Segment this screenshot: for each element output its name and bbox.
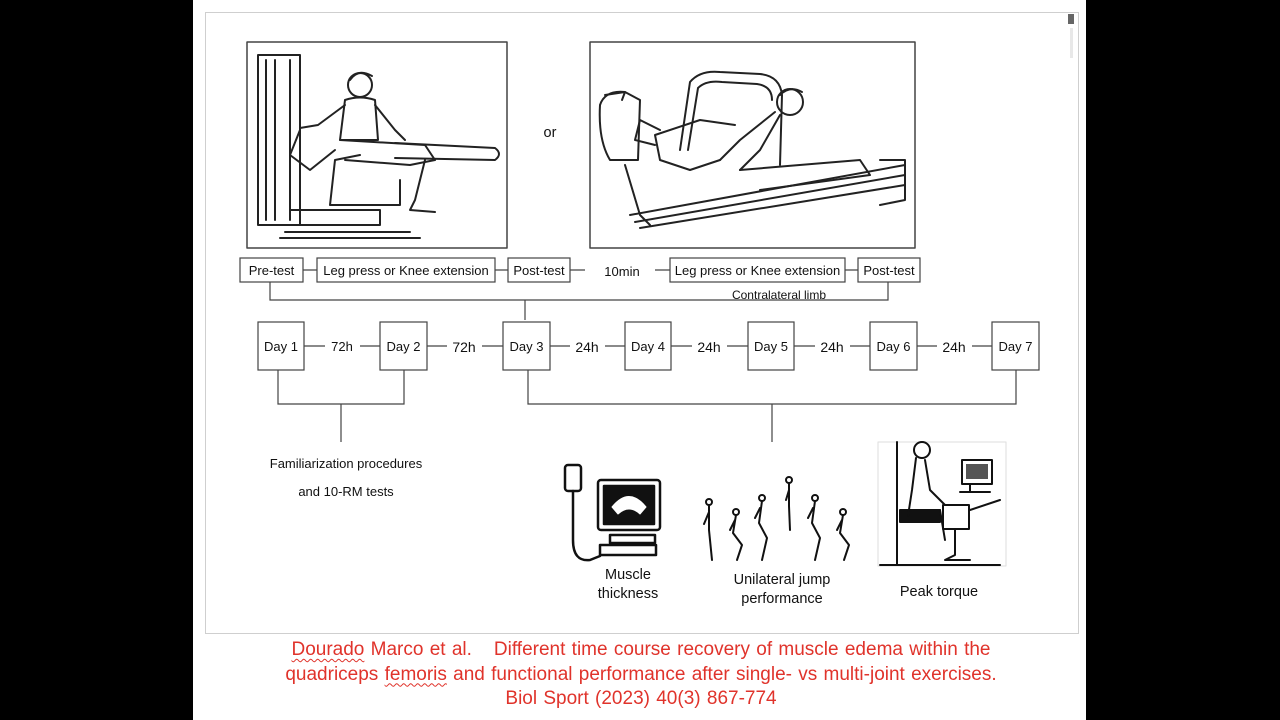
protocol-interval: 10min	[604, 264, 639, 279]
caption-author-surname: Dourado	[291, 639, 365, 660]
knee-extension-illustration	[246, 41, 508, 249]
caption-title-femoris: femoris	[384, 663, 447, 685]
caption-citation: Biol Sport (2023) 40(3) 867-774	[505, 688, 777, 709]
leg-press-illustration	[589, 41, 916, 249]
familiarization-line-2: and 10-RM tests	[298, 484, 394, 499]
timeline-boxes	[257, 321, 1040, 442]
protocol-pretest: Pre-test	[249, 263, 295, 278]
jump-line-1: Unilateral jump	[734, 572, 831, 588]
day-1: Day 1	[264, 339, 298, 354]
interval-5: 24h	[820, 339, 843, 355]
interval-4: 24h	[697, 339, 720, 355]
caption-line-2: quadriceps femoris and functional perfor…	[205, 663, 1077, 688]
day-4: Day 4	[631, 339, 665, 354]
day-7: Day 7	[999, 339, 1033, 354]
citation-caption: Dourado Marco et al. Different time cours…	[205, 638, 1077, 712]
peak-torque-label: Peak torque	[900, 584, 978, 600]
caption-author-rest: Marco et al.	[364, 639, 472, 660]
familiarization-line-1: Familiarization procedures	[270, 456, 423, 471]
or-label: or	[544, 125, 557, 141]
protocol-posttest-2: Post-test	[863, 263, 915, 278]
muscle-thickness-line-2: thickness	[598, 586, 658, 602]
isokinetic-dynamometer-icon	[877, 441, 1007, 567]
scroll-track[interactable]	[1070, 28, 1073, 58]
interval-2: 72h	[452, 339, 475, 355]
interval-3: 24h	[575, 339, 598, 355]
day-6: Day 6	[877, 339, 911, 354]
caption-title-part-2a: quadriceps	[285, 663, 385, 685]
protocol-exercise-1: Leg press or Knee extension	[323, 263, 489, 278]
protocol-posttest-1: Post-test	[513, 263, 565, 278]
caption-title-part-1: Different time course recovery of muscle…	[493, 639, 991, 660]
caption-title-part-2b: and functional performance after single-…	[446, 663, 997, 685]
day-2: Day 2	[387, 339, 421, 354]
interval-1: 72h	[331, 339, 353, 354]
caption-line-1: Dourado Marco et al. Different time cours…	[205, 638, 1077, 663]
protocol-row	[239, 257, 921, 320]
interval-6: 24h	[942, 339, 965, 355]
day-5: Day 5	[754, 339, 788, 354]
muscle-thickness-line-1: Muscle	[605, 567, 651, 583]
jump-line-2: performance	[741, 591, 822, 607]
ultrasound-icon	[563, 463, 662, 562]
scroll-marker[interactable]	[1068, 14, 1074, 24]
contralateral-limb-label: Contralateral limb	[732, 288, 826, 302]
jump-sequence-icon	[703, 476, 850, 561]
day-3: Day 3	[510, 339, 544, 354]
protocol-exercise-2: Leg press or Knee extension	[675, 263, 841, 278]
